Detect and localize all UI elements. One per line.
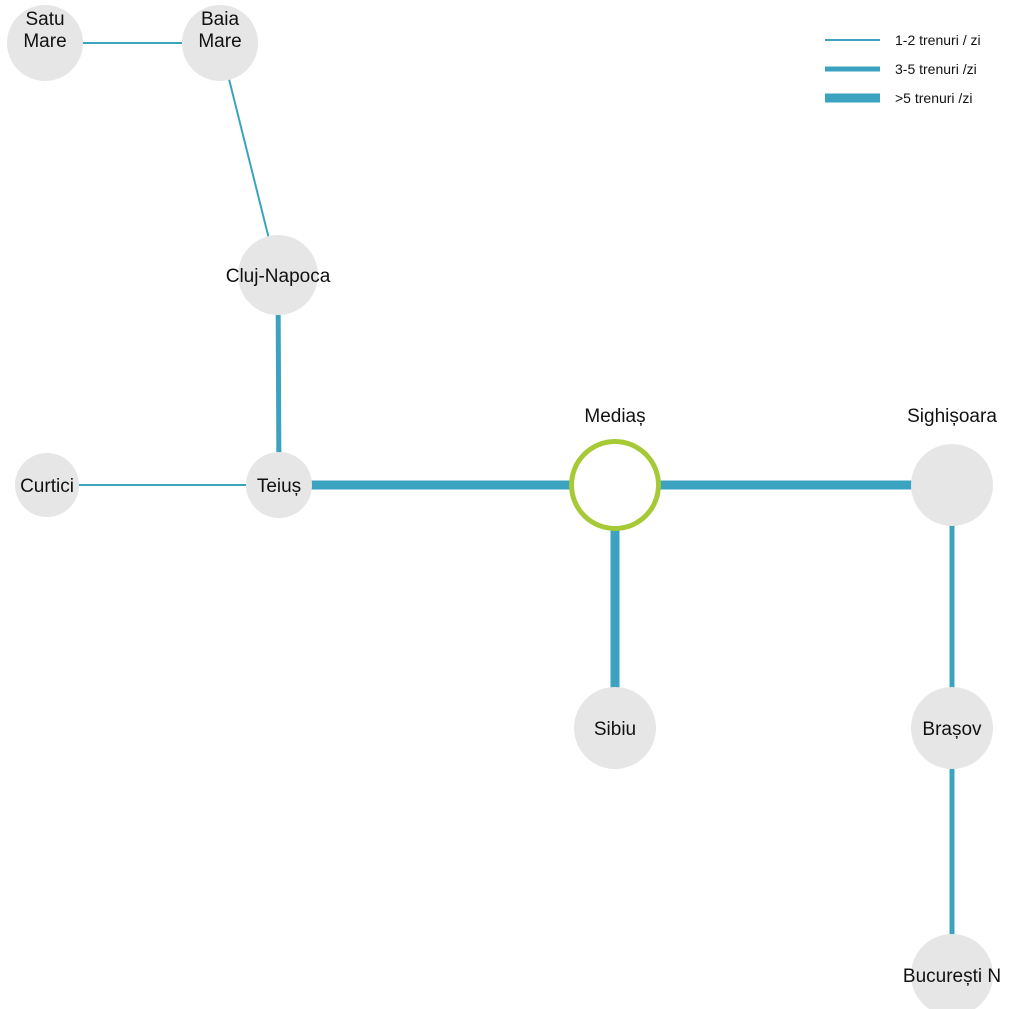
legend-label: 3-5 trenuri /zi [895, 61, 977, 77]
station-node-circle [182, 5, 258, 81]
station-teius: Teiuș [246, 452, 312, 518]
station-node-circle [911, 687, 993, 769]
station-node-circle [911, 934, 993, 1009]
station-label: Curtici [20, 476, 74, 497]
station-label: București N [903, 966, 1001, 987]
legend-item-high: >5 trenuri /zi [825, 90, 972, 106]
station-label: Cluj-Napoca [226, 266, 331, 287]
station-label: Sighișoara [907, 406, 997, 427]
station-label-line: Mediaș [584, 406, 645, 427]
legend-label: 1-2 trenuri / zi [895, 32, 981, 48]
station-node-circle [15, 453, 79, 517]
station-label: Brașov [922, 719, 982, 740]
station-sighisoara: Sighișoara [907, 406, 997, 526]
station-node-circle [238, 235, 318, 315]
station-label: Sibiu [594, 719, 636, 740]
station-label-line: Cluj-Napoca [226, 266, 331, 287]
station-label-line: Baia [201, 9, 239, 30]
station-curtici: Curtici [15, 453, 79, 517]
station-label-line: București N [903, 966, 1001, 987]
station-node-circle [574, 687, 656, 769]
connections-layer [45, 42, 955, 975]
station-label-line: Sibiu [594, 719, 636, 740]
station-label-line: Sighișoara [907, 406, 997, 427]
station-label-line: Curtici [20, 476, 74, 497]
station-medias: Mediaș [569, 406, 661, 531]
station-sibiu: Sibiu [574, 687, 656, 769]
station-label-line: Mare [198, 31, 241, 52]
station-node-circle [911, 444, 993, 526]
legend-item-medium: 3-5 trenuri /zi [825, 61, 977, 77]
station-label-line: Satu [25, 9, 64, 30]
station-label-line: Brașov [922, 719, 982, 740]
hub-node-circle [569, 439, 661, 531]
station-brasov: Brașov [911, 687, 993, 769]
station-label: Teiuș [257, 476, 301, 497]
station-node-circle [7, 5, 83, 81]
legend: 1-2 trenuri / zi 3-5 trenuri /zi >5 trenur… [825, 32, 981, 106]
station-node-circle [246, 452, 312, 518]
station-bucuresti: București N [903, 934, 1001, 1009]
legend-label: >5 trenuri /zi [895, 90, 972, 106]
station-cluj: Cluj-Napoca [226, 235, 331, 315]
station-label-line: Mare [23, 31, 66, 52]
station-label-line: Teiuș [257, 476, 301, 497]
station-label: Mediaș [584, 406, 645, 427]
legend-item-low: 1-2 trenuri / zi [825, 32, 981, 48]
